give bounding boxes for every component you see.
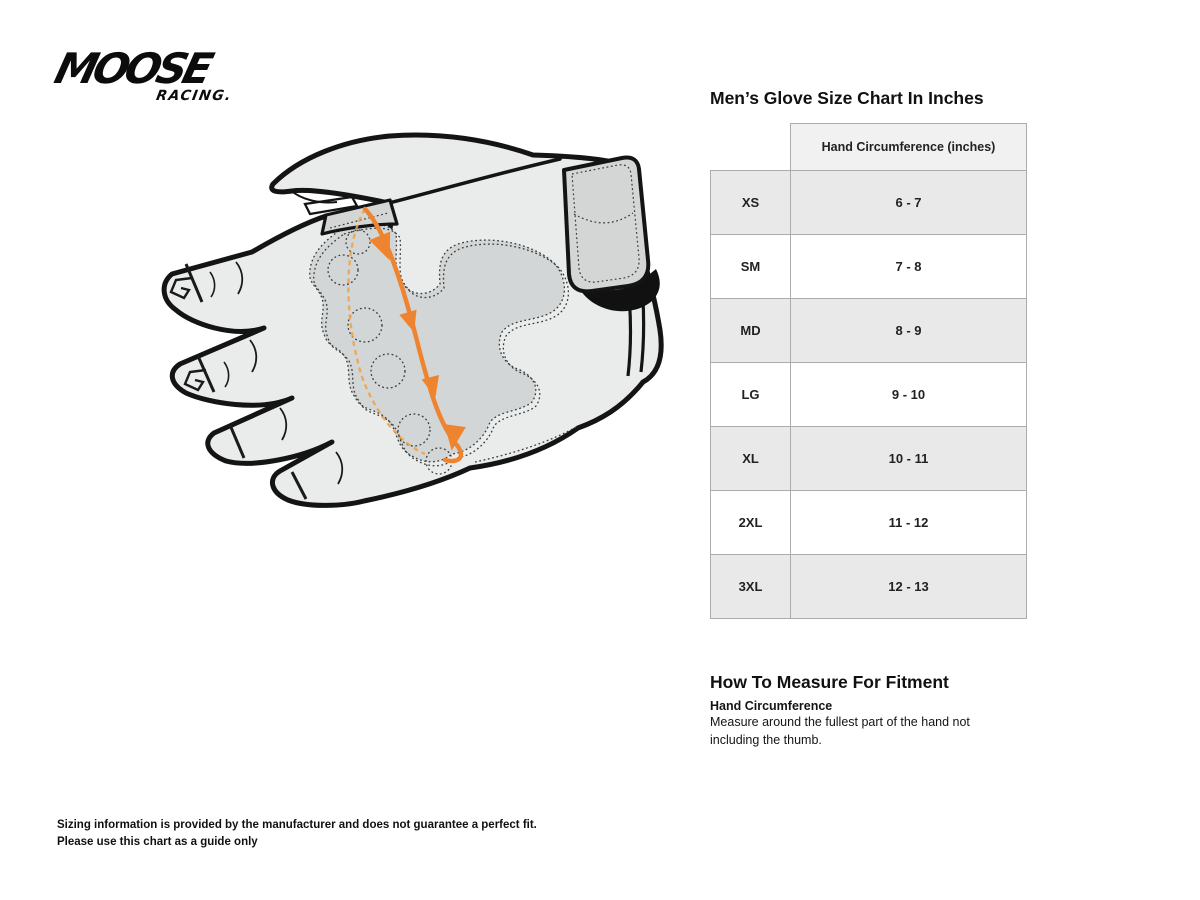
how-to-measure-heading: How To Measure For Fitment xyxy=(710,672,949,692)
circumference-range: 6 - 7 xyxy=(790,170,1027,235)
logo-brand-text: MOOSE xyxy=(50,44,215,93)
size-label: XL xyxy=(710,426,791,491)
wrist-strap xyxy=(562,155,660,312)
sizing-disclaimer: Sizing information is provided by the ma… xyxy=(57,817,537,852)
table-header-row: Hand Circumference (inches) xyxy=(710,123,1027,171)
size-label: SM xyxy=(710,234,791,299)
circumference-range: 9 - 10 xyxy=(790,362,1027,427)
circumference-range: 12 - 13 xyxy=(790,554,1027,619)
glove-measurement-diagram-svg xyxy=(161,132,664,508)
column-header-hand-circumference: Hand Circumference (inches) xyxy=(790,123,1027,171)
circumference-range: 8 - 9 xyxy=(790,298,1027,363)
finger-details xyxy=(169,261,344,500)
measure-instructions-text: Measure around the fullest part of the h… xyxy=(710,715,970,748)
glove-illustration xyxy=(140,112,685,537)
disclaimer-line-1: Sizing information is provided by the ma… xyxy=(57,819,537,831)
table-corner-cell xyxy=(710,123,791,171)
moose-racing-logo: MOOSE RACING. xyxy=(50,44,256,104)
circumference-range: 10 - 11 xyxy=(790,426,1027,491)
size-label: LG xyxy=(710,362,791,427)
hand-circumference-subheading: Hand Circumference xyxy=(710,699,833,713)
disclaimer-line-2: Please use this chart as a guide only xyxy=(57,836,258,849)
size-label: 2XL xyxy=(710,490,791,555)
size-label: MD xyxy=(710,298,791,363)
circumference-range: 11 - 12 xyxy=(790,490,1027,555)
size-label: 3XL xyxy=(710,554,791,619)
logo-sub-text: RACING. xyxy=(154,88,234,104)
size-label: XS xyxy=(710,170,791,235)
circumference-range: 7 - 8 xyxy=(790,234,1027,299)
measurement-arrowheads xyxy=(369,231,466,451)
size-chart-title: Men’s Glove Size Chart In Inches xyxy=(710,88,984,108)
measurement-indicator xyxy=(347,206,466,464)
